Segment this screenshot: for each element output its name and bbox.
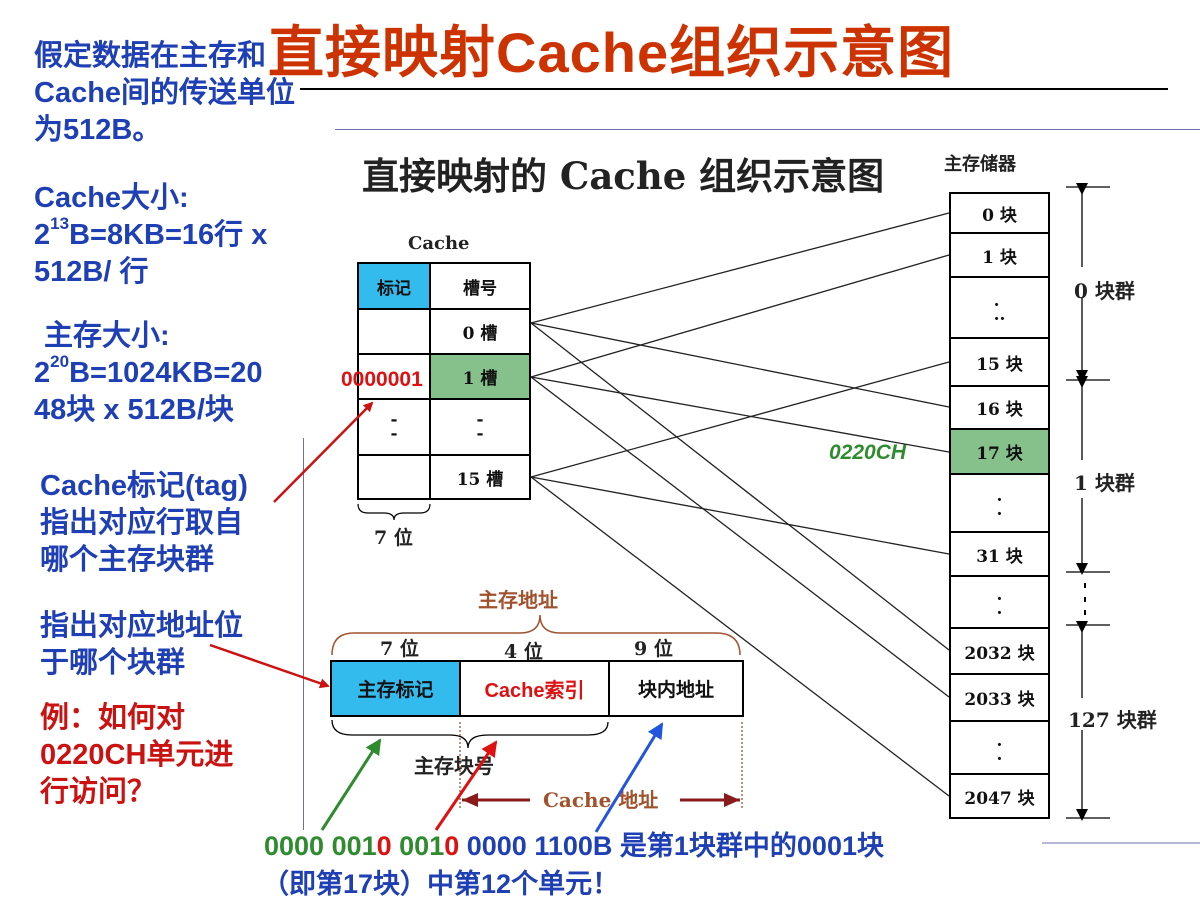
address-field-index: Cache索引 <box>459 660 610 717</box>
field-note-arrow <box>209 643 330 689</box>
map-line-slot15-block2047 <box>530 476 950 797</box>
cache-size-formula-cont: 512B/ 行 <box>34 256 149 288</box>
example-address-line: 0000 0010 0010 0000 1100B 是第1块群中的0001块 <box>264 824 884 863</box>
tag-width-label: 7 位 <box>374 527 413 549</box>
cache-address-left-head <box>462 793 478 807</box>
tag-value: 0000001 <box>341 368 423 391</box>
transfer-note: 假定数据在主存和 Cache间的传送单位 为512B。 <box>34 38 295 149</box>
memory-block-15: 15 块 <box>949 337 1050 387</box>
transfer-note-line: Cache间的传送单位 <box>34 77 296 109</box>
field-width-tag: 7 位 <box>380 638 419 660</box>
example-index-bit: 0 <box>376 831 392 861</box>
group-label-0: 0 块群 <box>1074 279 1135 303</box>
example-question: 例：如何对 0220CH单元进 行访问？ <box>40 700 233 811</box>
memory-size-formula: 220B=1024KB=20 <box>34 352 263 389</box>
subtitle-divider <box>335 129 1200 130</box>
memory-block-0: 0 块 <box>949 192 1050 234</box>
left-column-divider <box>303 438 304 830</box>
map-line-slot0-block0 <box>530 212 950 324</box>
memory-block-ellipsis: . . <box>949 720 1050 775</box>
address-brace <box>331 614 741 656</box>
memory-label: 主存储器 <box>944 154 1016 175</box>
cache-label: Cache <box>408 233 470 254</box>
memory-block-1: 1 块 <box>949 232 1050 278</box>
tag-note-line: 哪个主存块群 <box>40 544 215 576</box>
tag-note-line: 指出对应行取自 <box>40 507 244 539</box>
memory-size-label: 主存大小: <box>44 320 170 352</box>
memory-size-note: 主存大小: 220B=1024KB=20 48块 x 512B/块 <box>34 318 263 429</box>
tag-note-line: Cache标记(tag) <box>40 470 248 502</box>
group-label-127: 127 块群 <box>1068 708 1157 732</box>
transfer-note-line: 假定数据在主存和 <box>34 40 267 72</box>
cache-slot-0: 0 槽 <box>429 308 531 355</box>
example-question-line: 行访问？ <box>40 776 157 808</box>
memory-size-formula-cont: 48块 x 512B/块 <box>34 394 234 426</box>
map-line-slot1-block17 <box>530 376 950 453</box>
cache-slot-1: 1 槽 <box>429 353 531 400</box>
memory-block-2047: 2047 块 <box>949 773 1050 819</box>
memory-block-2032: 2032 块 <box>949 627 1050 675</box>
index-bits-arrow <box>434 740 498 831</box>
address-field-offset: 块内地址 <box>608 660 744 717</box>
cache-address-label: Cache 地址 <box>543 788 659 812</box>
example-question-line: 0220CH单元进 <box>40 739 234 771</box>
offset-bits-arrow <box>594 722 664 833</box>
field-note-line: 指出对应地址位 <box>40 610 244 642</box>
transfer-note-line: 为512B。 <box>34 114 162 146</box>
tag-note-arrow <box>273 401 374 503</box>
example-offset-rest: 0000 1100B 是第1块群中的0001块 <box>459 831 884 861</box>
cache-size-label: Cache大小: <box>34 182 189 214</box>
example-tag-bits: 0000 001 <box>264 831 377 861</box>
title-underline <box>300 88 1168 90</box>
example-offset-bit: 0 <box>444 831 460 861</box>
memory-block-16: 16 块 <box>949 385 1050 430</box>
cache-slot-15: 15 槽 <box>429 454 531 500</box>
example-address-line2: （即第17块）中第12个单元！ <box>262 869 620 899</box>
map-line-slot1-block1 <box>530 254 950 378</box>
diagram-title: 直接映射的 Cache 组织示意图 <box>362 154 885 198</box>
cache-address-right-head <box>724 793 740 807</box>
memory-block-17: 17 块 <box>949 428 1050 475</box>
group-gap-dots <box>1084 583 1086 615</box>
cache-size-formula: 213B=8KB=16行 x <box>34 214 268 251</box>
map-line-slot15-block31 <box>530 476 950 555</box>
field-note-line: 于哪个块群 <box>40 647 186 679</box>
example-question-line: 例：如何对 <box>40 702 186 734</box>
map-line-slot1-block2033 <box>530 376 950 698</box>
tag-width-brace <box>357 503 431 521</box>
tag-bits-arrow <box>320 738 382 831</box>
block-number-brace <box>331 719 609 749</box>
memory-block-2033: 2033 块 <box>949 673 1050 722</box>
field-width-offset: 9 位 <box>634 638 673 660</box>
page-title: 直接映射Cache组织示意图 <box>268 21 955 84</box>
example-index-bits: 001 <box>391 831 445 861</box>
memory-block-ellipsis: . .. <box>949 276 1050 339</box>
group-label-1: 1 块群 <box>1074 471 1135 495</box>
map-line-slot0-block16 <box>530 322 950 408</box>
map-line-slot0-block2032 <box>530 322 950 651</box>
address-label: 主存地址 <box>478 588 558 612</box>
field-width-index: 4 位 <box>504 641 543 663</box>
cache-slot-ellipsis: - - <box>429 398 531 456</box>
highlight-address: 0220CH <box>829 441 907 464</box>
map-line-slot15-block15 <box>530 361 950 478</box>
cache-size-note: Cache大小: 213B=8KB=16行 x 512B/ 行 <box>34 180 267 291</box>
group-dimension-lines <box>1066 183 1110 821</box>
tag-note: Cache标记(tag) 指出对应行取自 哪个主存块群 <box>40 468 248 579</box>
cache-header-slot: 槽号 <box>429 262 531 310</box>
mapping-lines <box>530 212 950 797</box>
field-note: 指出对应地址位 于哪个块群 <box>40 608 243 682</box>
